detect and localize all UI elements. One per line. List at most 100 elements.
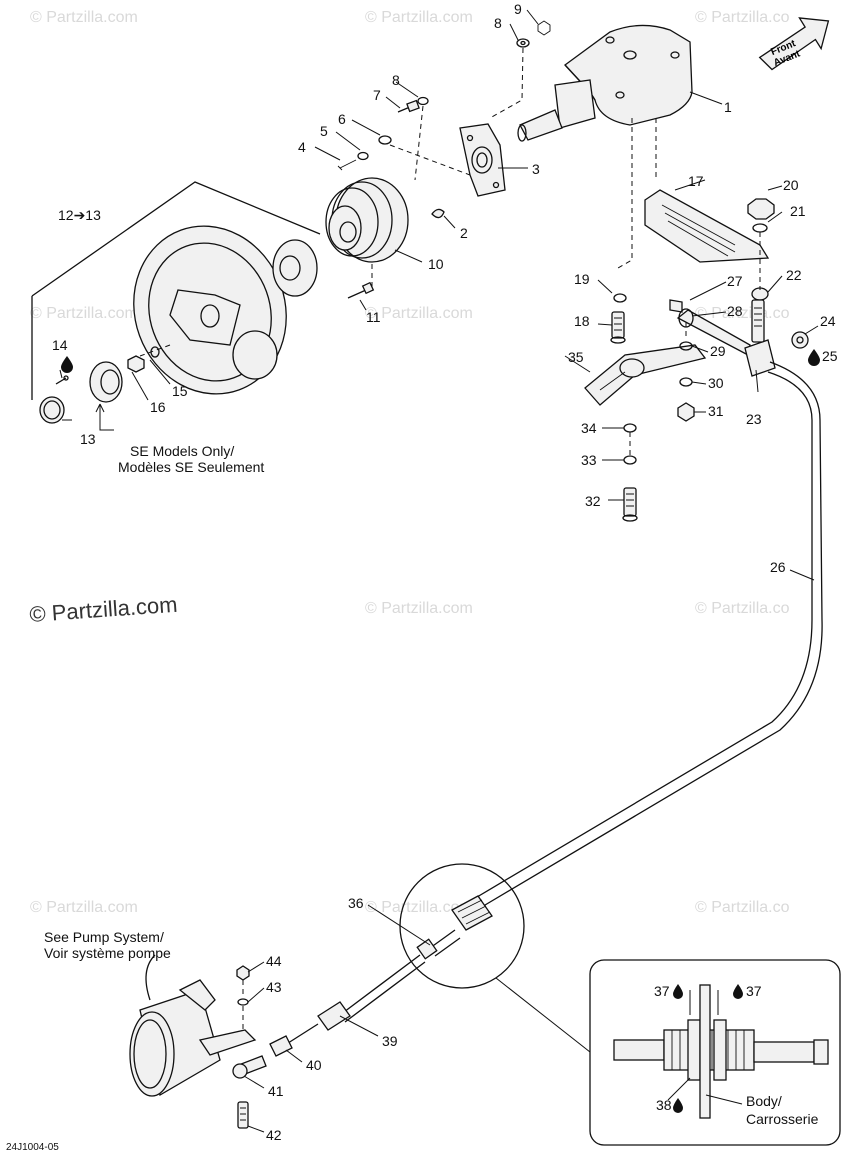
callout-39: 39 [382, 1033, 398, 1049]
callout-19: 19 [574, 271, 590, 287]
bolt-32-34 [622, 423, 638, 522]
detail-inset [589, 959, 841, 1146]
alignment-line [617, 118, 633, 269]
nut-20-22 [747, 198, 775, 301]
callout-1: 1 [724, 99, 732, 115]
drop-icon [733, 984, 743, 999]
drop-icons [61, 349, 820, 1113]
callout-32: 32 [585, 493, 601, 509]
drop-icon [808, 349, 820, 366]
steering-cable-26 [471, 361, 823, 909]
callout-35: 35 [568, 349, 584, 365]
ball-joint-hardware [232, 965, 267, 1129]
drop-icon [673, 1098, 683, 1113]
pump-note: See Pump System/ [44, 929, 164, 945]
drop-icon [61, 356, 73, 373]
callout-4: 4 [298, 139, 306, 155]
detail-leader [495, 977, 591, 1053]
callout-5: 5 [320, 123, 328, 139]
cable-connector-23 [744, 299, 809, 377]
callout-leaders [59, 9, 819, 1133]
steering-housing [517, 24, 693, 142]
se-models-note-fr: Modèles SE Seulement [118, 459, 264, 475]
main-watermark: © Partzilla.com [29, 592, 179, 627]
screws-washers [337, 96, 471, 181]
callout-37a: 37 [654, 983, 670, 999]
watermark: © Partzilla.co [695, 305, 790, 322]
detail-circle [399, 863, 525, 989]
callout-27: 27 [727, 273, 743, 289]
mounting-bracket-3 [459, 123, 506, 197]
watermark: © Partzilla.com [30, 305, 138, 322]
notes: SE Models Only/ Modèles SE Seulement See… [6, 443, 819, 1153]
callout-21: 21 [790, 203, 806, 219]
cable-fitting [416, 895, 493, 960]
screw-11 [347, 260, 375, 299]
callout-37b: 37 [746, 983, 762, 999]
callout-44: 44 [266, 953, 282, 969]
callout-15: 15 [172, 383, 188, 399]
watermark: © Partzilla.co [695, 600, 790, 617]
bracket-17 [644, 189, 770, 263]
callout-33: 33 [581, 452, 597, 468]
callout-36: 36 [348, 895, 364, 911]
callout-34: 34 [581, 420, 597, 436]
callout-8b: 8 [494, 15, 502, 31]
callout-13: 13 [80, 431, 96, 447]
body-note-fr: Carrosserie [746, 1111, 819, 1127]
diagram-code: 24J1004-05 [6, 1142, 59, 1153]
callout-6: 6 [338, 111, 346, 127]
callout-38: 38 [656, 1097, 672, 1113]
se-cover-parts [39, 346, 160, 431]
watermarks: © Partzilla.com © Partzilla.com © Partzi… [29, 9, 790, 916]
watermark: © Partzilla.com [30, 9, 138, 26]
callout-23: 23 [746, 411, 762, 427]
callout-3: 3 [532, 161, 540, 177]
callout-29: 29 [710, 343, 726, 359]
callout-26: 26 [770, 559, 786, 575]
callout-20: 20 [783, 177, 799, 193]
callout-17: 17 [688, 173, 704, 189]
callout-18: 18 [574, 313, 590, 329]
callout-31: 31 [708, 403, 724, 419]
callout-22: 22 [786, 267, 802, 283]
cable-39 [269, 954, 426, 1057]
watermark: © Partzilla.co [695, 899, 790, 916]
pump-note-fr: Voir système pompe [44, 945, 171, 961]
callout-12: 12➔13 [58, 207, 101, 223]
hub-10 [325, 177, 409, 263]
bolt-18-19 [610, 293, 627, 344]
key-2 [431, 208, 445, 219]
watermark: © Partzilla.co [695, 9, 790, 26]
callout-30: 30 [708, 375, 724, 391]
callout-7: 7 [373, 87, 381, 103]
callout-40: 40 [306, 1057, 322, 1073]
callout-10: 10 [428, 256, 444, 272]
callout-43: 43 [266, 979, 282, 995]
hardware-9-8 [489, 20, 551, 119]
callout-8: 8 [392, 72, 400, 88]
lever-35 [584, 344, 707, 406]
callout-14: 14 [52, 337, 68, 353]
watermark: © Partzilla.com [30, 899, 138, 916]
callout-28: 28 [727, 303, 743, 319]
callout-25: 25 [822, 348, 838, 364]
drop-icon [673, 984, 683, 999]
callout-numbers: 1 2 3 4 5 6 7 8 8 9 10 11 12➔13 13 14 15… [52, 1, 838, 1143]
callout-42: 42 [266, 1127, 282, 1143]
watermark: © Partzilla.com [365, 600, 473, 617]
watermark: © Partzilla.com [365, 305, 473, 322]
callout-9: 9 [514, 1, 522, 17]
callout-41: 41 [268, 1083, 284, 1099]
se-models-note: SE Models Only/ [130, 443, 234, 459]
watermark: © Partzilla.com [365, 899, 473, 916]
callout-16: 16 [150, 399, 166, 415]
watermark: © Partzilla.com [365, 9, 473, 26]
callout-24: 24 [820, 313, 836, 329]
callout-2: 2 [460, 225, 468, 241]
pump-nozzle [129, 954, 257, 1097]
body-note: Body/ [746, 1093, 782, 1109]
callout-11: 11 [366, 309, 381, 325]
